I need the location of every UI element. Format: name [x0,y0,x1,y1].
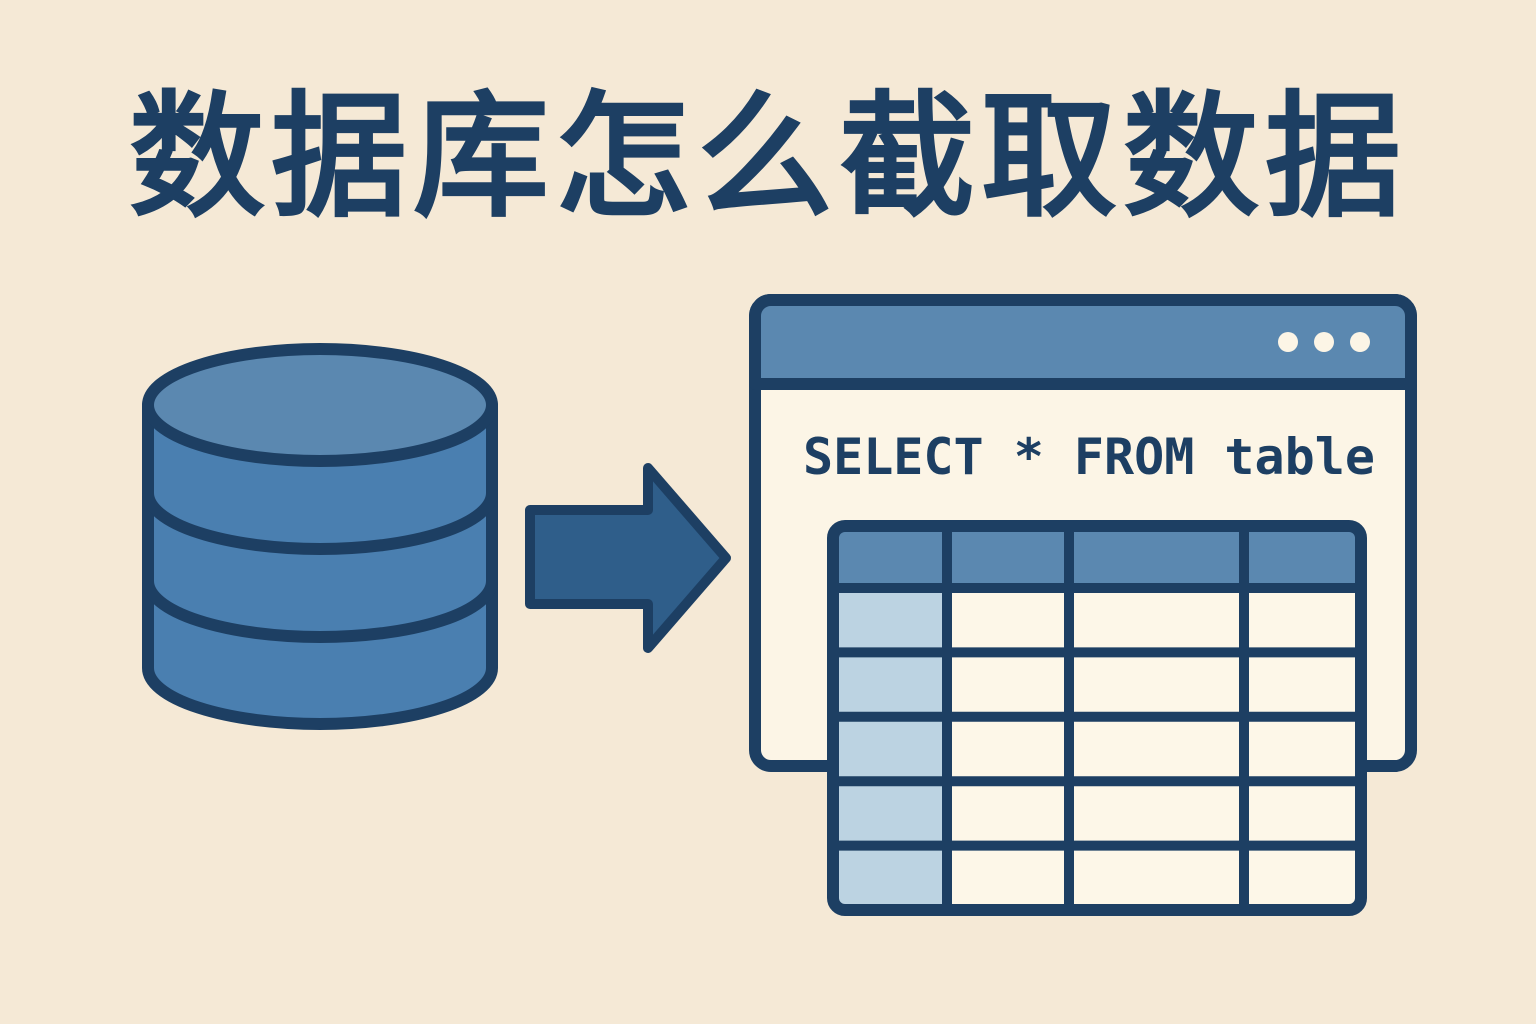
window-control-dot[interactable] [1314,332,1334,352]
table-header-cell [1069,526,1244,588]
query-text: SELECT * FROM table [803,428,1375,486]
arrow-right-icon [525,463,731,653]
window-control-dot[interactable] [1278,332,1298,352]
window-controls[interactable] [1278,332,1370,352]
table-header-cell [947,526,1069,588]
table-row-header-cell [833,781,947,846]
window-titlebar [749,294,1417,390]
database-icon [142,343,498,730]
table-border [827,520,1367,916]
database-top [142,343,498,467]
database-body [142,399,498,730]
database-band-2 [142,580,498,643]
window-control-dot[interactable] [1350,332,1370,352]
result-table-icon [827,520,1367,916]
table-row-header-cell [833,716,947,782]
table-row-header-cell [833,588,947,653]
page-title: 数据库怎么截取数据 [129,79,1407,237]
table-header-cell [1244,526,1361,588]
table-header-cell [833,526,947,588]
table-row-header-cell [833,652,947,717]
table-row-header-cell [833,845,947,910]
database-band-1 [142,492,498,555]
